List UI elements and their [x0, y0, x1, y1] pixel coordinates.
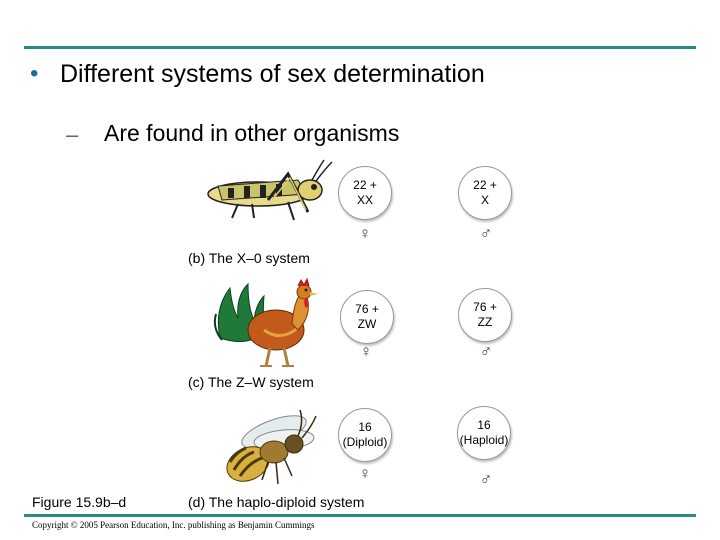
female-symbol-icon: ♀ — [359, 342, 373, 361]
cell-chromosomes: (Haploid) — [459, 433, 509, 447]
female-cell-zw: 76 + ZW — [340, 290, 394, 344]
slide-title: Different systems of sex determination — [60, 60, 485, 88]
slide-subtitle: Are found in other organisms — [104, 120, 400, 146]
male-symbol-icon: ♂ — [479, 342, 493, 361]
male-symbol-icon: ♂ — [479, 224, 493, 243]
rooster-illustration — [213, 277, 318, 367]
female-cell-x0: 22 + XX — [338, 166, 392, 220]
top-rule — [24, 46, 696, 49]
system-label-haplodiploid: (d) The haplo-diploid system — [188, 494, 365, 510]
cell-chromosomes: X — [480, 193, 489, 207]
male-cell-haplodiploid: 16 (Haploid) — [457, 406, 511, 460]
cell-count: 76 + — [473, 300, 497, 314]
cell-chromosomes: (Diploid) — [342, 435, 388, 449]
male-cell-x0: 22 + X — [458, 166, 512, 220]
copyright-notice: Copyright © 2005 Pearson Education, Inc.… — [32, 520, 315, 530]
figure-label: Figure 15.9b–d — [32, 494, 127, 510]
sub-bullet-dash: – — [66, 122, 79, 147]
system-label-x0: (b) The X–0 system — [188, 250, 310, 266]
male-symbol-icon: ♂ — [479, 470, 493, 489]
bottom-rule — [24, 514, 696, 517]
system-label-zw: (c) The Z–W system — [188, 374, 314, 390]
female-symbol-icon: ♀ — [358, 464, 372, 483]
cell-count: 22 + — [353, 178, 377, 192]
male-cell-zw: 76 + ZZ — [458, 288, 512, 342]
cell-count: 76 + — [355, 302, 379, 316]
cell-count: 16 — [477, 418, 491, 432]
grasshopper-illustration — [207, 159, 333, 221]
cell-count: 16 — [358, 420, 372, 434]
cell-chromosomes: ZW — [357, 317, 377, 331]
bee-illustration — [226, 409, 317, 485]
cell-chromosomes: XX — [356, 193, 373, 207]
cell-count: 22 + — [473, 178, 497, 192]
female-symbol-icon: ♀ — [358, 224, 372, 243]
bullet-marker: • — [30, 60, 39, 87]
female-cell-haplodiploid: 16 (Diploid) — [338, 408, 392, 462]
cell-chromosomes: ZZ — [477, 315, 493, 329]
